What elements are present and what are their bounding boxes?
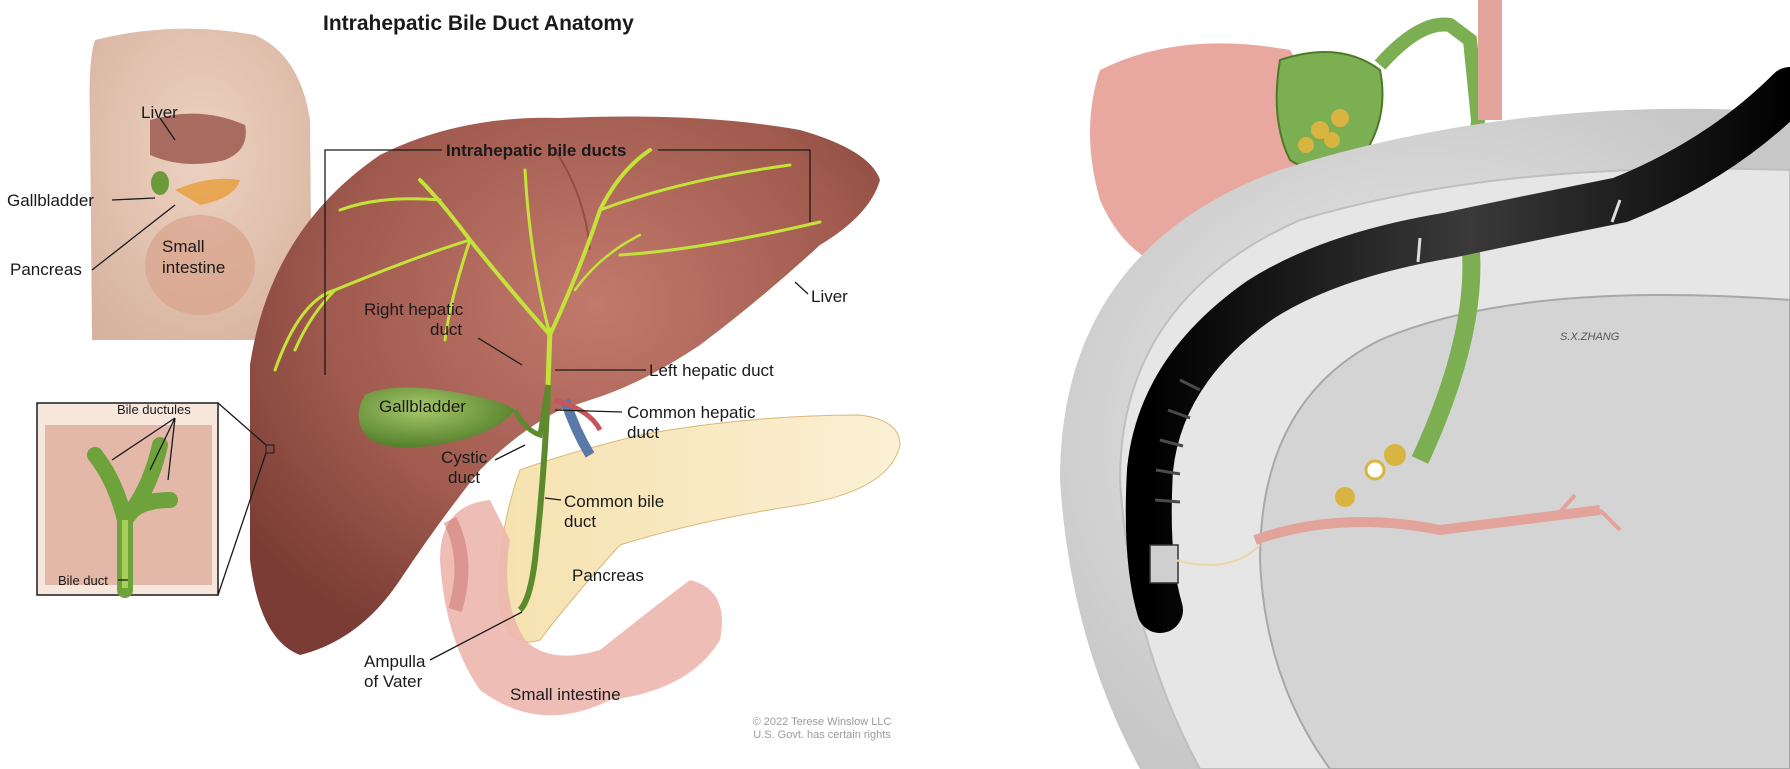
duct-right-main bbox=[418, 178, 552, 337]
duodenum-shape bbox=[440, 500, 722, 716]
common-bile-duct-label-1: Common bile bbox=[564, 492, 664, 511]
inset-pancreas-leader bbox=[91, 204, 176, 271]
magnify-origin-marker bbox=[265, 444, 275, 454]
gallstone-2 bbox=[1331, 109, 1349, 127]
duodenum-folds bbox=[443, 516, 469, 613]
main-anatomy bbox=[250, 116, 901, 716]
inset-small-intestine-label-2: intestine bbox=[162, 258, 225, 277]
inset-intestine-shape bbox=[145, 215, 255, 315]
cannula-wire bbox=[1174, 544, 1261, 566]
cystic-duct-shape bbox=[512, 384, 551, 439]
magnify-lines bbox=[217, 402, 267, 596]
gallbladder-shape bbox=[358, 387, 515, 448]
duct-left-branch bbox=[573, 233, 642, 292]
duct-right-inner bbox=[443, 238, 472, 342]
duct-middle bbox=[523, 168, 552, 337]
duct-stone-3 bbox=[1335, 487, 1355, 507]
right-hepatic-duct-label-1: Right hepatic bbox=[364, 300, 464, 319]
pancreas-label: Pancreas bbox=[572, 566, 644, 585]
inset-small-intestine-label-1: Small bbox=[162, 237, 205, 256]
intrahepatic-ducts bbox=[273, 148, 822, 388]
liver-shape bbox=[250, 116, 880, 655]
copyright-line-2: U.S. Govt. has certain rights bbox=[753, 729, 891, 741]
gallstone-1 bbox=[1311, 121, 1329, 139]
right-hepatic-duct-leader bbox=[477, 337, 523, 366]
common-bile-duct-label-2: duct bbox=[564, 512, 596, 531]
right-hepatic-duct-label-2: duct bbox=[430, 320, 462, 339]
bile-ductules-label: Bile ductules bbox=[117, 402, 191, 417]
left-anatomy-panel: Intrahepatic Bile Duct Anatomy Liver Gal… bbox=[7, 12, 901, 741]
ductule-detail-inset bbox=[36, 402, 275, 598]
cystic-duct-label-2: duct bbox=[448, 468, 480, 487]
inset-gallbladder-leader bbox=[111, 197, 156, 201]
duct-stone-1 bbox=[1384, 444, 1406, 466]
ercp-common-bile-duct bbox=[1411, 239, 1481, 464]
hepatic-artery-shape bbox=[554, 397, 603, 432]
duct-right-upper bbox=[338, 197, 442, 212]
ampulla-label-2: of Vater bbox=[364, 672, 423, 691]
ercp-cystic-duct bbox=[1374, 17, 1486, 231]
liver-leader bbox=[794, 281, 809, 295]
pancreatic-duct bbox=[1253, 505, 1601, 545]
inset-pancreas-shape bbox=[175, 178, 240, 205]
duct-left-upper bbox=[598, 163, 792, 212]
gallstone-3 bbox=[1298, 137, 1314, 153]
inset-gallbladder-label: Gallbladder bbox=[7, 191, 94, 210]
duct-left-main bbox=[548, 148, 652, 337]
common-hepatic-duct-label-2: duct bbox=[627, 423, 659, 442]
endoscope-flex-section bbox=[1154, 378, 1201, 504]
endoscope-shaft bbox=[1125, 67, 1790, 633]
common-hepatic-duct-label-1: Common hepatic bbox=[627, 403, 756, 422]
inset-gallbladder-shape bbox=[151, 171, 169, 195]
illustrator-signature: S.X.ZHANG bbox=[1560, 331, 1620, 343]
small-intestine-label: Small intestine bbox=[510, 685, 621, 704]
detail-bile-duct-label: Bile duct bbox=[58, 573, 108, 588]
inset-pancreas-label: Pancreas bbox=[10, 260, 82, 279]
duct-left-lower bbox=[618, 220, 822, 257]
right-ercp-panel: S.X.ZHANG bbox=[1040, 0, 1790, 769]
duct-right-branch bbox=[293, 288, 337, 352]
inset-liver-label: Liver bbox=[141, 103, 178, 122]
left-hepatic-duct-label: Left hepatic duct bbox=[649, 361, 774, 380]
common-hepatic-duct-leader bbox=[554, 409, 623, 413]
duodenal-lumen bbox=[1258, 294, 1790, 769]
common-bile-duct-shape bbox=[517, 384, 551, 613]
intrahepatic-bracket-left bbox=[324, 149, 442, 375]
inset-liver-shape bbox=[150, 113, 246, 164]
duct-stone-2 bbox=[1364, 459, 1386, 481]
pancreatic-duct-branches bbox=[1558, 493, 1622, 532]
copyright-line-1: © 2022 Terese Winslow LLC bbox=[753, 716, 892, 728]
inset-liver-leader bbox=[159, 117, 176, 141]
gallbladder-label: Gallbladder bbox=[379, 397, 466, 416]
diagram-title: Intrahepatic Bile Duct Anatomy bbox=[323, 12, 634, 35]
gallstone-4 bbox=[1324, 132, 1340, 148]
body-inset bbox=[89, 28, 312, 340]
cystic-duct-label-1: Cystic bbox=[441, 448, 488, 467]
liver-label: Liver bbox=[811, 287, 848, 306]
ampulla-label-1: Ampulla bbox=[364, 652, 426, 671]
intrahepatic-bracket-right bbox=[658, 149, 811, 222]
endoscope-bands bbox=[1416, 199, 1622, 263]
cystic-duct-leader bbox=[494, 444, 526, 461]
intrahepatic-bile-ducts-label: Intrahepatic bile ducts bbox=[446, 141, 626, 160]
ampulla-leader bbox=[429, 611, 523, 661]
endoscope-tip-window bbox=[1149, 544, 1179, 584]
bile-ductules-leaders bbox=[111, 417, 176, 481]
common-bile-duct-leader bbox=[544, 497, 562, 501]
duct-trunk bbox=[545, 327, 553, 388]
